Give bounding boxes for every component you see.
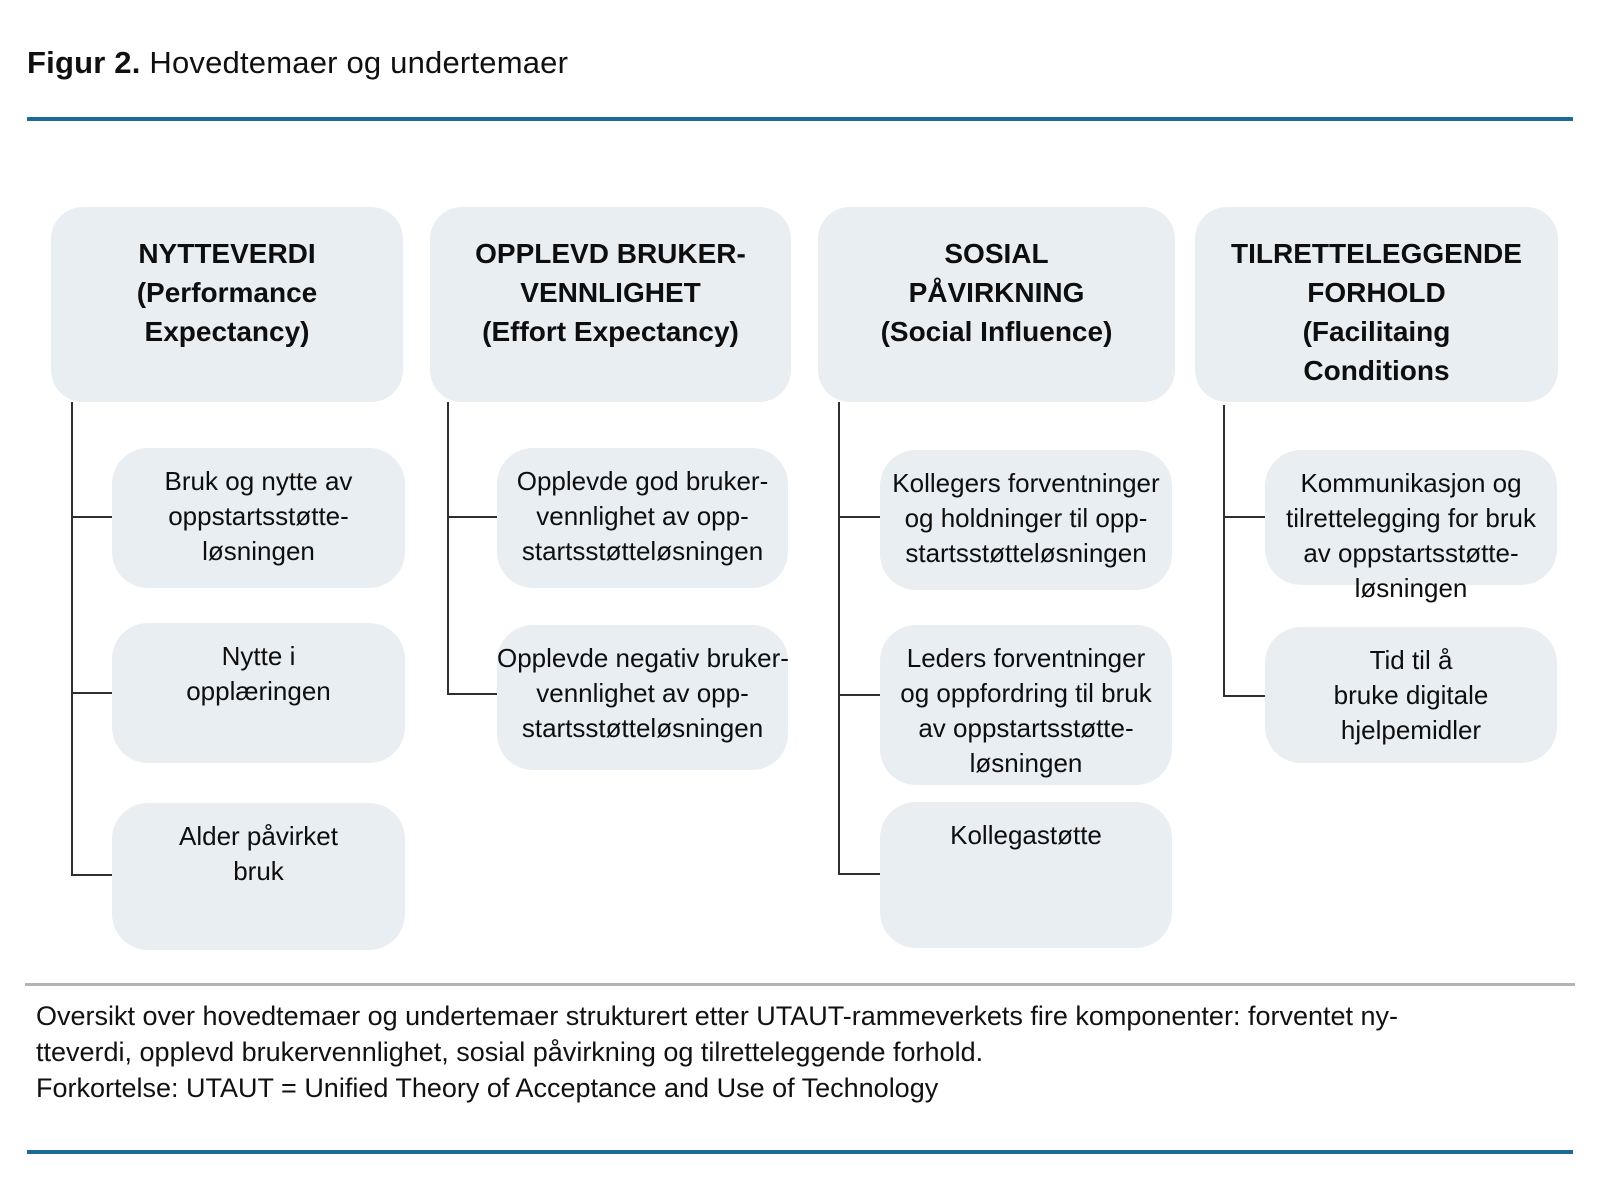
main-theme-box-tilretteleggende-forhold: TILRETTELEGGENDE FORHOLD (Facilitaing Co…: [1195, 207, 1558, 402]
connector-stub: [447, 516, 497, 518]
subtheme-box-nytte-i-opplaeringen: Nytte i opplæringen: [112, 623, 405, 763]
figure-note: Oversikt over hovedtemaer og undertemaer…: [36, 1001, 1399, 1103]
connector-stub: [71, 874, 112, 876]
main-theme-box-nytteverdi: NYTTEVERDI (Performance Expectancy): [51, 207, 403, 402]
main-theme-box-sosial-pavirkning: SOSIAL PÅVIRKNING (Social Influence): [818, 207, 1175, 402]
subtheme-box-leders-forventninger: Leders forventninger og oppfordring til …: [880, 625, 1172, 785]
connector-stub: [838, 694, 880, 696]
top-divider: [27, 117, 1573, 121]
connector-trunk-col2: [447, 402, 449, 695]
connector-stub: [71, 692, 112, 694]
main-theme-box-opplevd-brukervennlighet: OPPLEVD BRUKER- VENNLIGHET (Effort Expec…: [430, 207, 791, 402]
figure-number: Figur 2.: [27, 45, 141, 80]
subtheme-box-tid-til-digitale-hjelpemidler: Tid til å bruke digitale hjelpemidler: [1265, 627, 1557, 763]
connector-stub: [1223, 516, 1265, 518]
subtheme-box-kollegers-forventninger: Kollegers forventninger og holdninger ti…: [880, 450, 1172, 590]
connector-stub: [447, 693, 497, 695]
subtheme-box-negativ-brukervennlighet: Opplevde negativ bruker- vennlighet av o…: [497, 625, 789, 770]
subtheme-box-kollegastotte: Kollegastøtte: [880, 802, 1172, 948]
connector-trunk-col1: [71, 402, 73, 876]
connector-stub: [1223, 695, 1265, 697]
subtheme-box-alder-pavirket-bruk: Alder påvirket bruk: [112, 803, 405, 950]
connector-trunk-col4: [1223, 405, 1225, 697]
bottom-divider: [27, 1150, 1573, 1154]
connector-stub: [71, 516, 112, 518]
subtheme-box-kommunikasjon-tilrettelegging: Kommunikasjon og tilrettelegging for bru…: [1265, 450, 1557, 603]
connector-stub: [838, 516, 880, 518]
figure-title: Figur 2. Hovedtemaer og undertemaer: [27, 44, 568, 82]
connector-trunk-col3: [838, 402, 840, 875]
figure-title-text: Hovedtemaer og undertemaer: [140, 45, 569, 80]
connector-stub: [838, 873, 880, 875]
subtheme-box-bruk-og-nytte: Bruk og nytte av oppstartsstøtte- løsnin…: [112, 448, 405, 588]
caption-divider: [25, 983, 1575, 986]
subtheme-box-god-brukervennlighet: Opplevde god bruker- vennlighet av opp- …: [497, 448, 788, 588]
